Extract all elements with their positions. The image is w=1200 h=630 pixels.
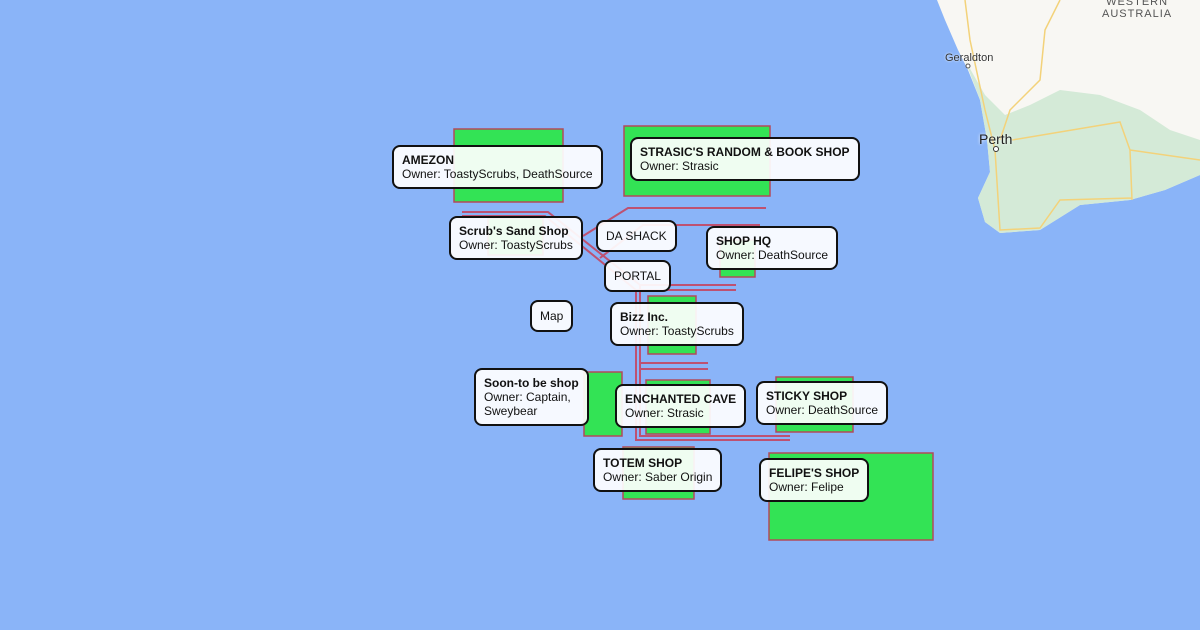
marker-map[interactable]: Map — [530, 300, 574, 332]
shop-owner: Owner: ToastyScrubs, DeathSource — [402, 167, 593, 181]
shop-owner: Owner: Saber Origin — [603, 470, 713, 484]
shop-name: FELIPE'S SHOP — [769, 466, 860, 480]
shop-owner: Owner: Felipe — [769, 480, 844, 494]
geraldton-city-dot — [965, 63, 971, 69]
shop-name: STRASIC'S RANDOM & BOOK SHOP — [640, 145, 850, 159]
shop-label-bizz[interactable]: Bizz Inc.Owner: ToastyScrubs — [610, 302, 744, 346]
vegetation-area — [965, 60, 1200, 233]
shop-owner: Owner: DeathSource — [766, 403, 879, 417]
road — [964, 0, 1200, 231]
perth-city-dot — [993, 146, 999, 152]
shop-owner: Owner: Captain, — [484, 390, 571, 404]
shop-name: Bizz Inc. — [620, 310, 669, 324]
shop-owner: Owner: ToastyScrubs — [620, 324, 734, 338]
place-geraldton: Geraldton — [945, 52, 994, 64]
place-perth: Perth — [979, 131, 1013, 147]
shop-owner: Owner: ToastyScrubs — [459, 238, 573, 252]
shop-name: Soon-to be shop — [484, 376, 579, 390]
shop-name: STICKY SHOP — [766, 389, 848, 403]
shop-name: Scrub's Sand Shop — [459, 224, 569, 238]
marker-da-shack[interactable]: DA SHACK — [596, 220, 677, 252]
shop-name: SHOP HQ — [716, 234, 772, 248]
shop-owner: Owner: Strasic — [625, 406, 704, 420]
shop-name: AMEZON — [402, 153, 454, 167]
region-line-2: AUSTRALIA — [1102, 8, 1173, 20]
shop-name: ENCHANTED CAVE — [625, 392, 737, 406]
marker-portal[interactable]: PORTAL — [604, 260, 671, 292]
shop-name: TOTEM SHOP — [603, 456, 683, 470]
shop-owner: Owner: Strasic — [640, 159, 719, 173]
shop-owner: Owner: DeathSource — [716, 248, 829, 262]
region-line-1: WESTERN — [1106, 0, 1169, 8]
shop-owner-cont: Sweybear — [484, 404, 538, 418]
